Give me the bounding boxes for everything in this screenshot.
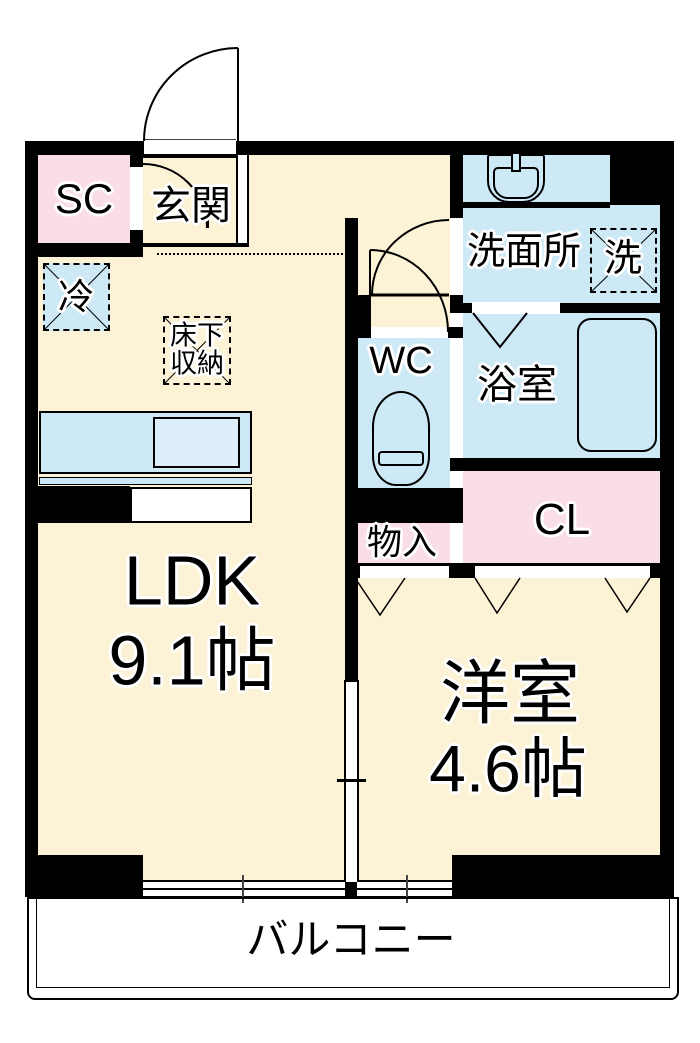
room-sc <box>37 154 130 243</box>
wall-bath-bottom <box>450 458 660 471</box>
opening-entrance <box>144 139 236 154</box>
wall-bottom-right <box>452 855 674 897</box>
opening-bath-door <box>472 302 560 314</box>
opening-senmenjo-door <box>450 218 463 295</box>
kitchen-cabinet <box>130 487 252 523</box>
label-genkan: 玄関 <box>151 184 231 228</box>
genkan-dotted-line <box>157 253 347 255</box>
opening-sc-door <box>130 167 143 230</box>
bathtub <box>577 318 657 452</box>
kitchen-sink <box>153 417 240 468</box>
label-washer: 洗 <box>603 238 643 281</box>
sliding-door <box>344 680 359 884</box>
room-youshitsu-window-strip <box>357 856 452 882</box>
room-ldk-window-strip <box>143 856 345 882</box>
window-tick-1 <box>242 875 244 903</box>
window-ldk-midline <box>143 888 345 890</box>
room-genkan <box>143 154 236 244</box>
window-youshitsu-midline <box>357 888 452 890</box>
label-balcony: バルコニー <box>246 915 456 963</box>
balcony-outer <box>27 897 679 1000</box>
label-senmenjo: 洗面所 <box>466 231 582 274</box>
wall-below-sc <box>25 243 143 257</box>
label-ldk-size: 9.1帖 <box>108 621 276 700</box>
label-wc: WC <box>369 340 433 383</box>
label-youshitsu-size: 4.6帖 <box>429 731 587 806</box>
washbasin-tap <box>511 154 521 172</box>
room-ldk <box>37 243 345 856</box>
wall-bottom-center <box>345 882 357 897</box>
kitchen-wall-stub <box>37 486 130 523</box>
cl-door <box>475 566 650 578</box>
label-underfloor: 床下収納 <box>170 320 224 379</box>
room-youshitsu <box>358 578 660 856</box>
label-youshitsu: 洋室 <box>440 654 580 733</box>
wall-bottom-left <box>25 855 143 897</box>
toilet-bowl <box>372 391 430 486</box>
opening-wc-door <box>371 327 448 338</box>
label-sc: SC <box>54 174 114 222</box>
label-cl: CL <box>533 494 591 544</box>
balcony-inner <box>36 897 670 988</box>
room-cl <box>463 471 660 563</box>
underfloor-storage <box>163 316 231 385</box>
wall-left <box>25 141 38 897</box>
wall-right <box>660 141 674 897</box>
genkan-step-line <box>143 243 249 247</box>
label-ldk: LDK <box>123 541 261 620</box>
toilet-seat <box>378 451 424 466</box>
entrance-threshold <box>143 154 237 158</box>
window-tick-2 <box>406 875 408 903</box>
wall-alcove-bottom-line <box>463 202 610 208</box>
wall-alcove-right <box>610 155 660 205</box>
label-refrigerator: 冷 <box>57 276 95 318</box>
room-monoire <box>358 523 450 563</box>
entrance-jamb <box>236 155 249 243</box>
monoire-door <box>360 566 449 578</box>
wall-wc-corner <box>358 295 371 338</box>
label-yokushitsu: 浴室 <box>477 363 557 407</box>
kitchen-counter-edge <box>39 477 252 485</box>
wall-wc-bottom <box>345 488 463 523</box>
sliding-door-tick <box>337 779 366 782</box>
label-monoire: 物入 <box>366 523 438 563</box>
